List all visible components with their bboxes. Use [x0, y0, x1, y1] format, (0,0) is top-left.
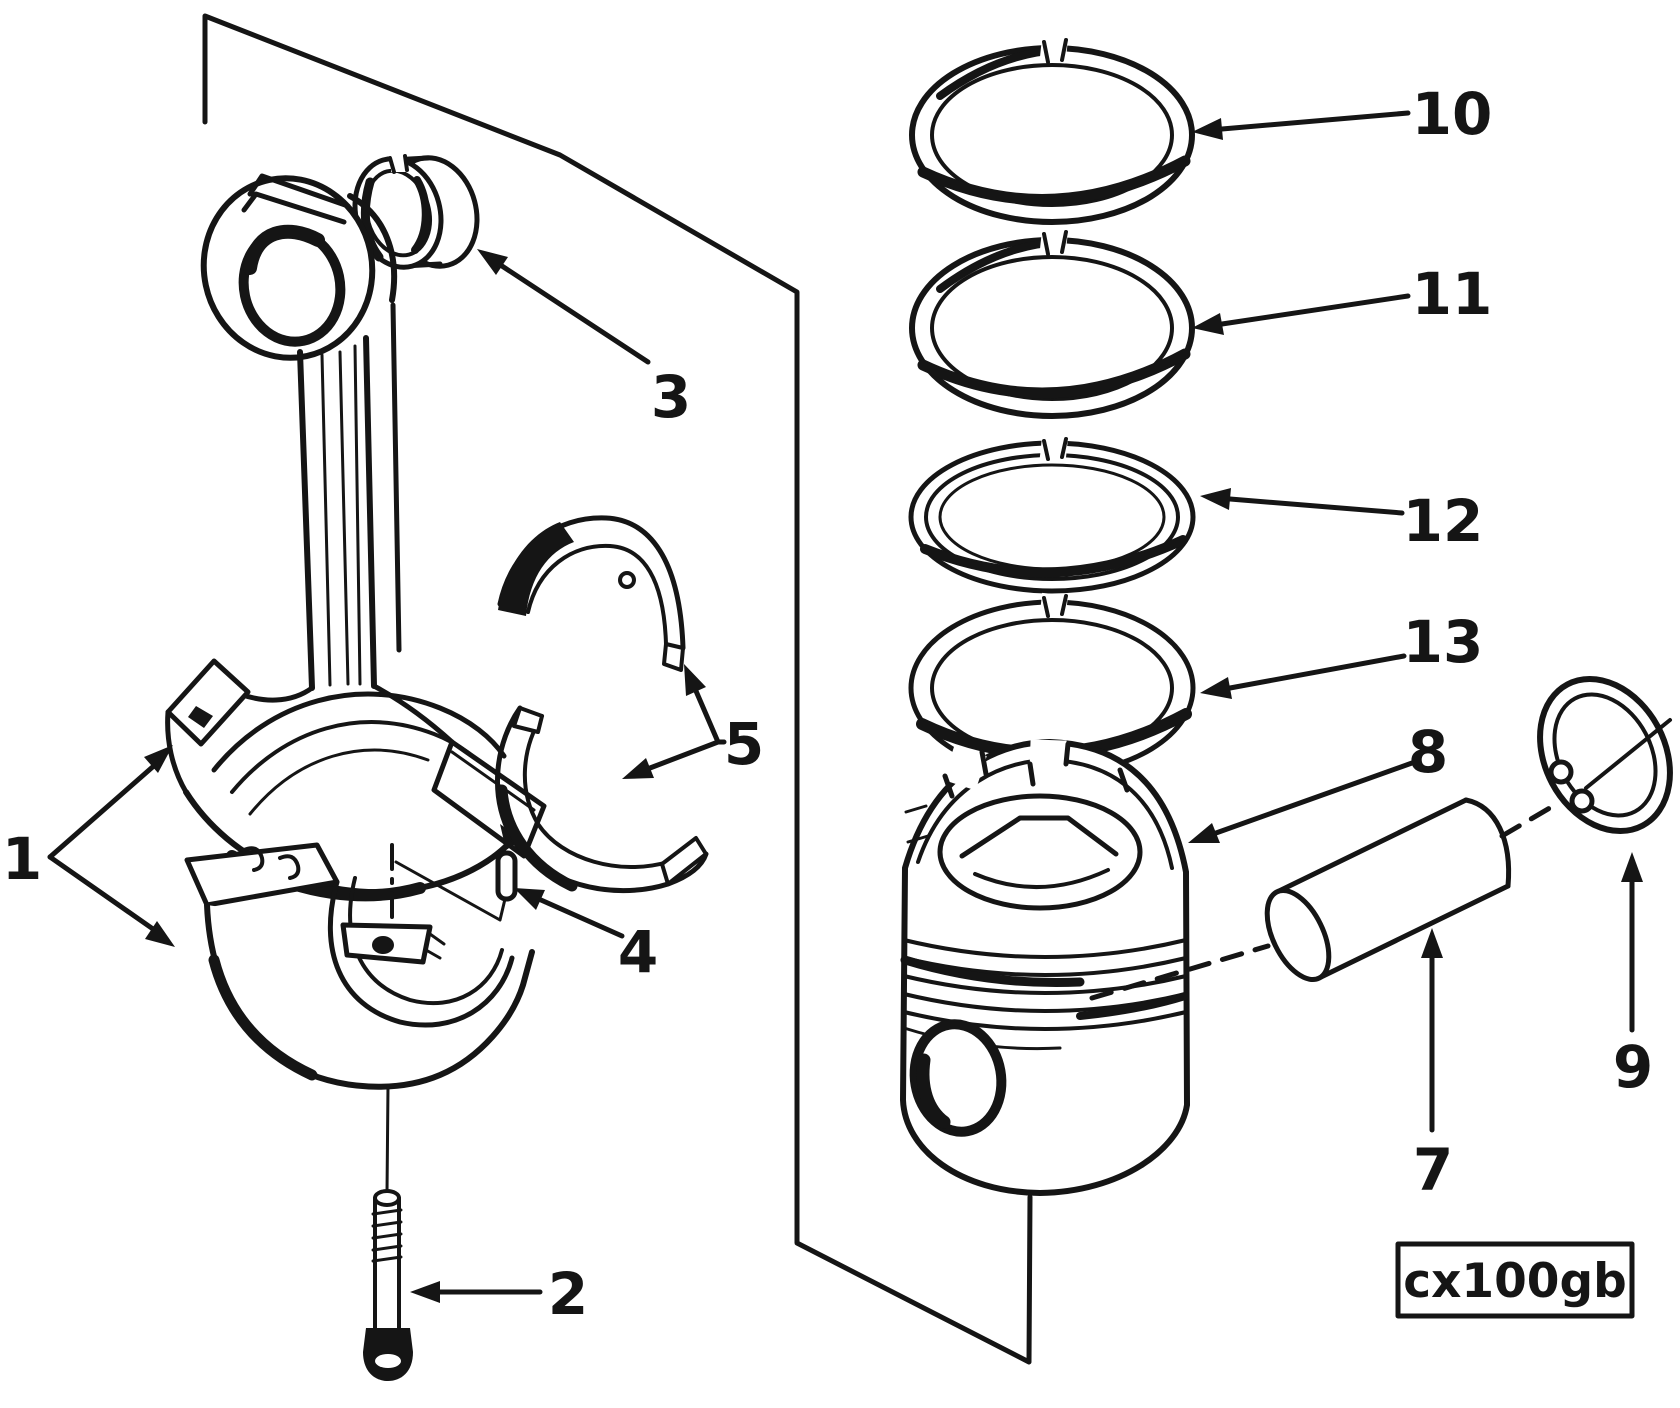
piston-pin — [1089, 797, 1563, 1001]
leader-arrow-8 — [1188, 760, 1415, 843]
callout-8: 8 — [1408, 718, 1448, 786]
piston-ring-grooves — [900, 938, 1189, 1051]
leader-arrow-3 — [477, 249, 651, 365]
callout-2: 2 — [548, 1260, 588, 1328]
bearing-shell-upper — [497, 515, 686, 672]
leader-arrow-4 — [514, 888, 625, 939]
callout-9: 9 — [1613, 1033, 1653, 1101]
leader-arrow-5a — [684, 664, 727, 745]
leader-arrow-1a — [47, 745, 173, 860]
leader-arrow-1b — [47, 854, 175, 947]
code-plate-text: cx100gb — [1403, 1254, 1627, 1309]
rod-bolt — [363, 1084, 413, 1381]
connecting-rod — [165, 173, 547, 902]
callout-1: 1 — [2, 825, 42, 893]
callout-4: 4 — [618, 918, 658, 986]
leader-arrow-13 — [1200, 653, 1407, 699]
callout-13: 13 — [1403, 608, 1484, 676]
leader-arrow-2 — [410, 1281, 543, 1303]
callout-3: 3 — [651, 363, 691, 431]
dowel-pin — [495, 850, 518, 902]
bearing-shell-lower — [495, 705, 709, 893]
leader-arrow-10 — [1192, 110, 1411, 140]
rod-bushing — [352, 152, 480, 270]
leader-arrow-9 — [1621, 852, 1643, 1033]
code-plate: cx100gb — [1395, 1241, 1635, 1319]
backdrop-panel — [202, 13, 1033, 1365]
leader-arrow-12 — [1200, 488, 1405, 516]
callout-10: 10 — [1412, 80, 1493, 148]
callout-5: 5 — [724, 710, 764, 778]
callout-11: 11 — [1412, 260, 1493, 328]
callout-labels: 1 2 3 4 5 7 8 9 10 11 12 13 — [2, 80, 1653, 1328]
callout-7: 7 — [1413, 1136, 1453, 1204]
piston-ring-second — [909, 228, 1195, 419]
piston — [900, 739, 1190, 1196]
piston-crown-castellation — [942, 739, 1130, 799]
leader-arrow-7 — [1421, 928, 1443, 1133]
leader-arrow-11 — [1192, 293, 1411, 335]
snap-ring — [1537, 675, 1673, 835]
leader-arrow-5b — [622, 739, 721, 779]
piston-ring-third — [908, 435, 1196, 594]
piston-ring-top — [909, 36, 1195, 225]
rod-cap — [184, 842, 535, 1090]
callout-12: 12 — [1403, 487, 1484, 555]
leader-arrows — [47, 110, 1643, 1303]
